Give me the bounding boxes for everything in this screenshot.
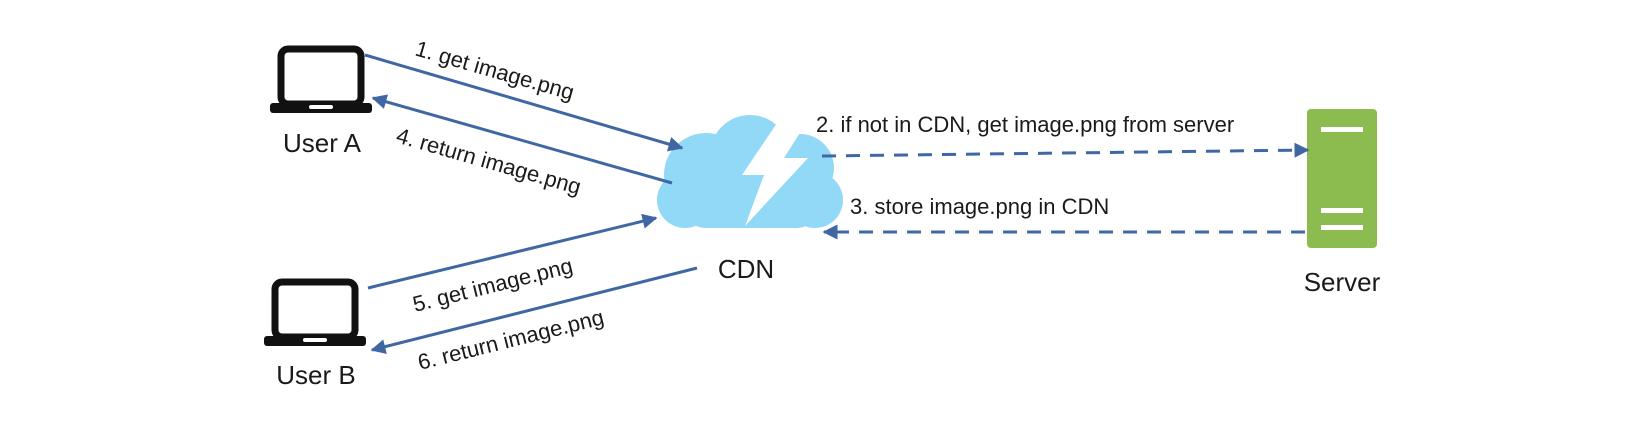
server-label: Server [1304, 267, 1381, 297]
arrow-2-fetch-from-server [821, 142, 1310, 158]
arrow-5-get-image [367, 213, 658, 290]
arrow-4-return-image [371, 94, 673, 185]
arrow-3-label: 3. store image.png in CDN [850, 194, 1109, 219]
server-icon [1307, 109, 1377, 248]
lightning-icon [742, 120, 808, 226]
arrow-4-label: 4. return image.png [394, 123, 584, 200]
user-a-label: User A [283, 128, 362, 158]
arrow-2-label: 2. if not in CDN, get image.png from ser… [816, 112, 1234, 137]
arrow-5-label: 5. get image.png [410, 253, 575, 317]
user-b-label: User B [276, 360, 355, 390]
arrow-1-get-image [364, 53, 684, 152]
cdn-label: CDN [718, 254, 774, 284]
user-b-laptop-icon [264, 278, 366, 346]
user-a-laptop-icon [270, 45, 372, 113]
arrow-6-return-image [370, 266, 698, 354]
cdn-cloud-icon [657, 115, 843, 228]
